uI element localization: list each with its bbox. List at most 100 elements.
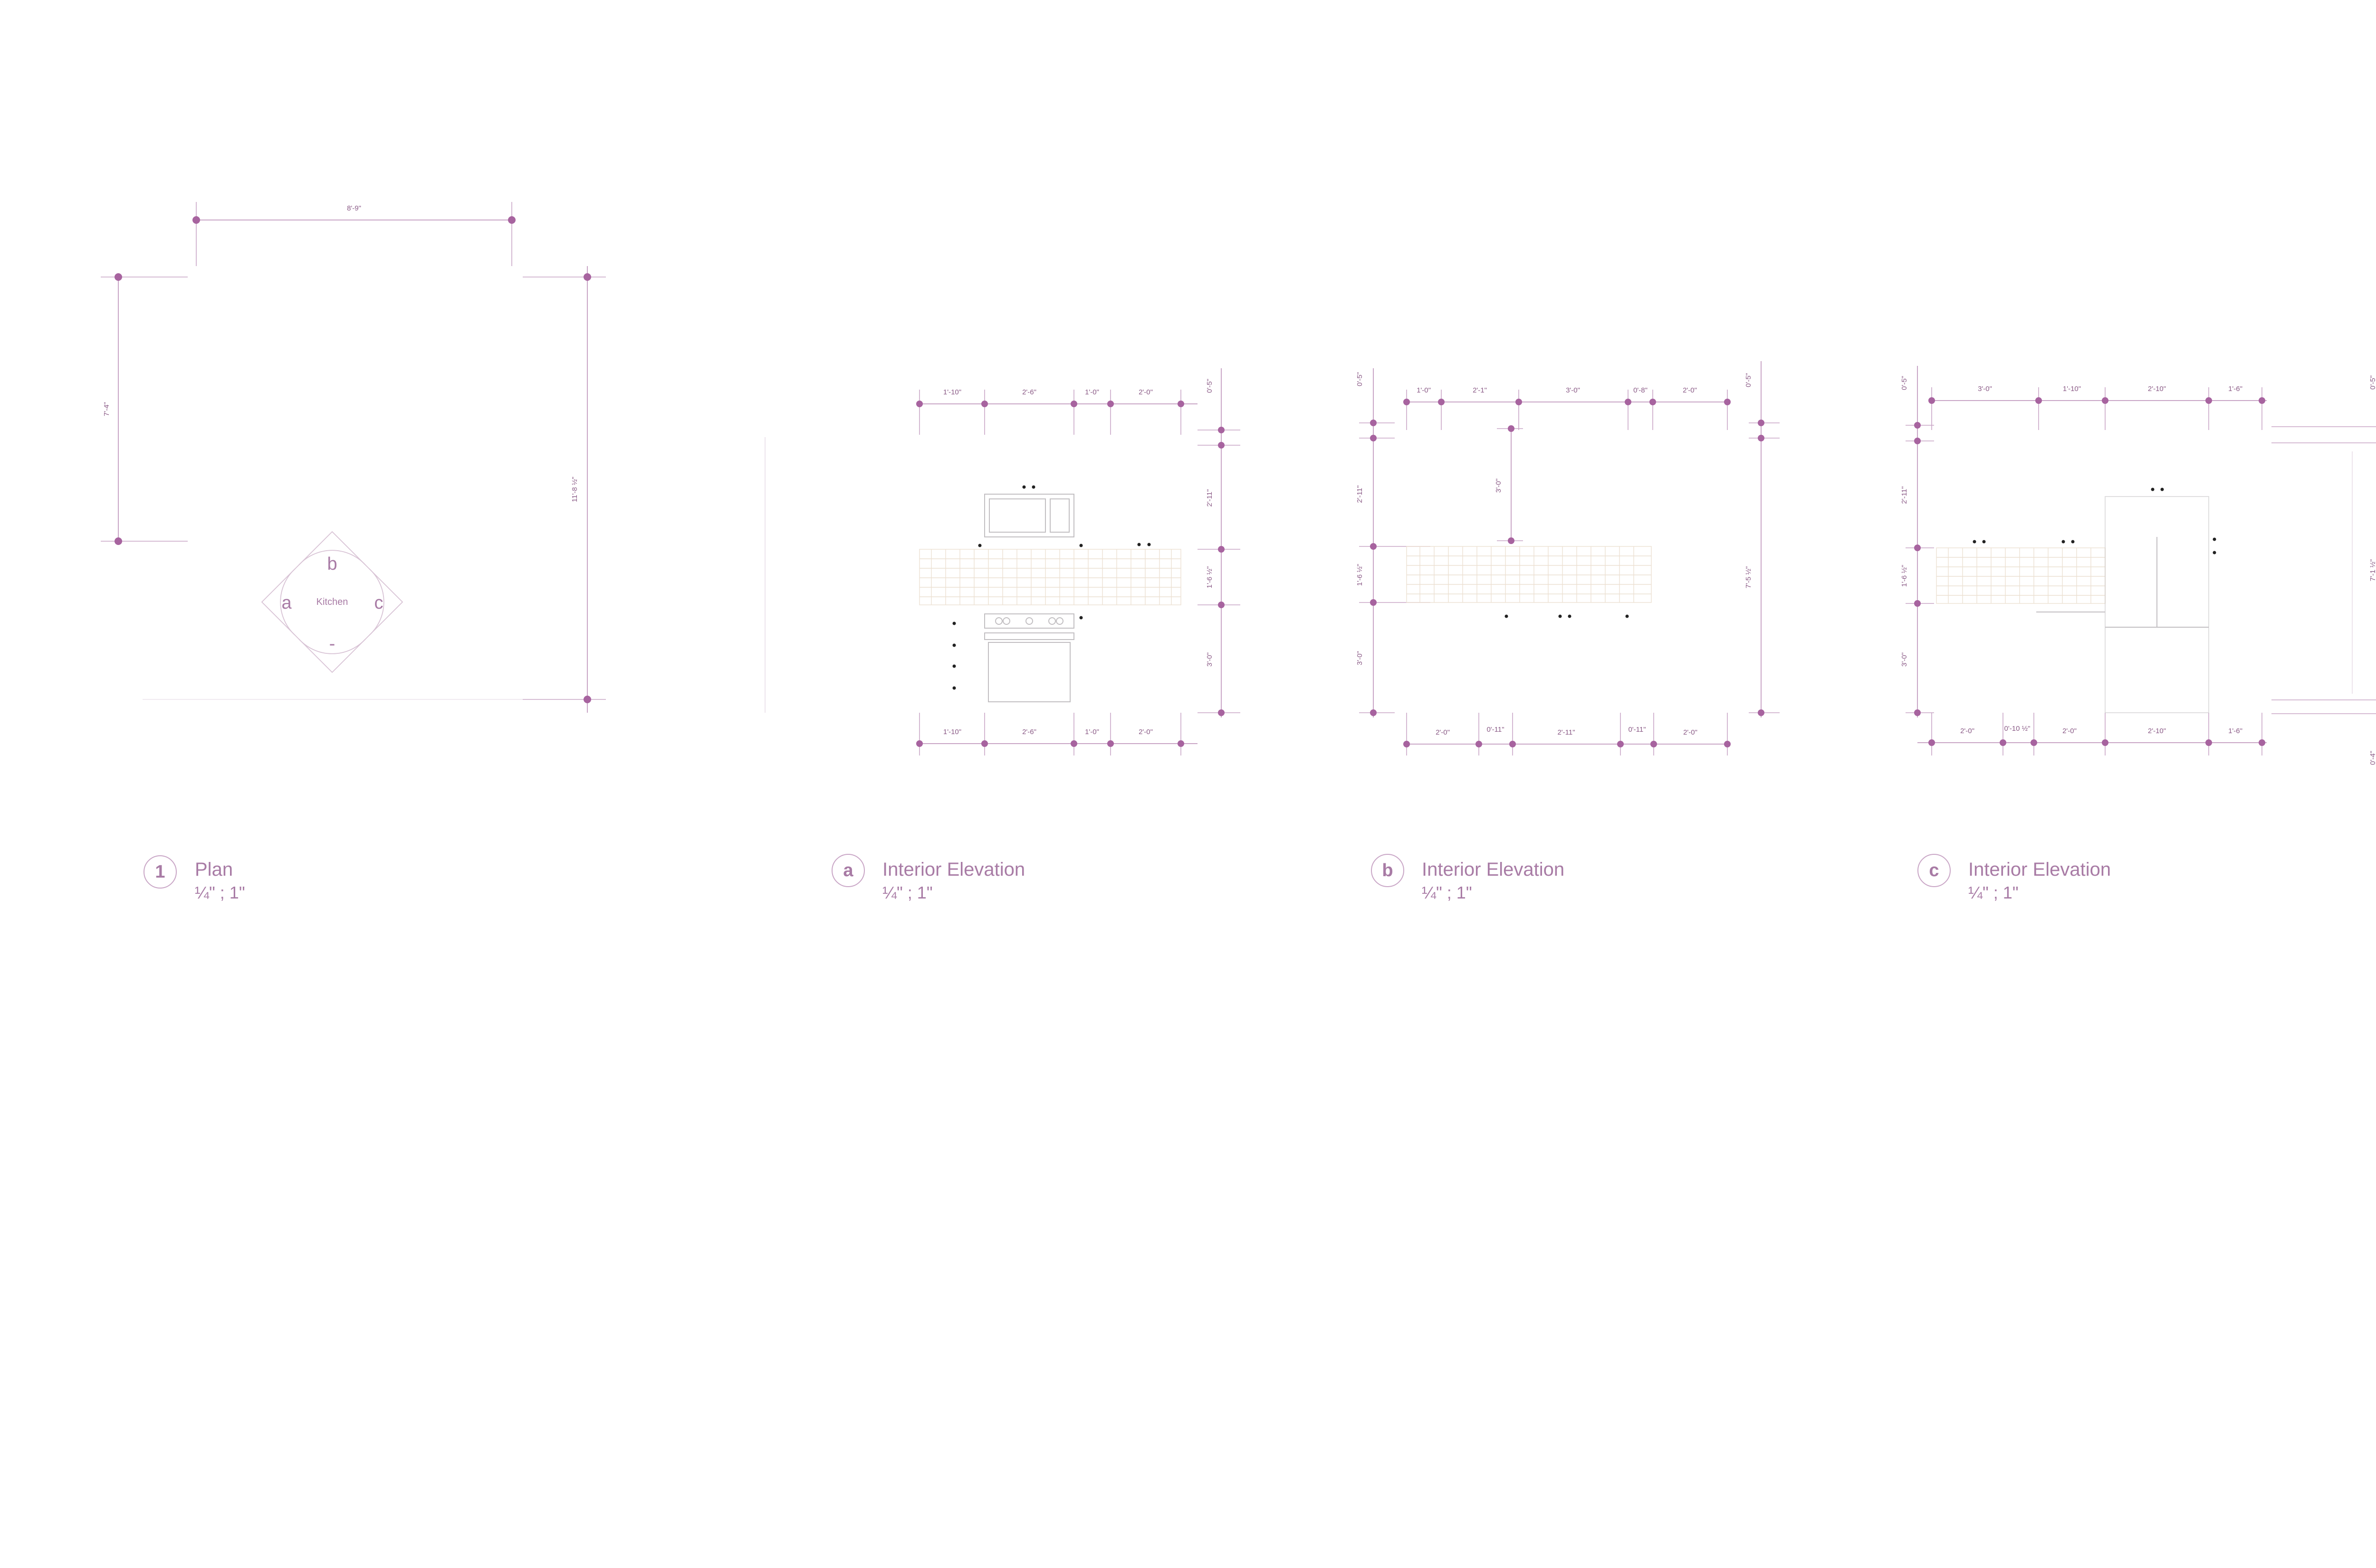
bottom-dim-1: 1'-10" [943, 728, 961, 736]
microwave-panel [1050, 498, 1070, 533]
dot [1558, 614, 1562, 618]
dim-node [981, 401, 988, 407]
dim-node [1178, 401, 1184, 407]
dim-node [1625, 399, 1631, 405]
dim-node [1475, 741, 1482, 747]
bottom-dim-3: 2'-11" [1557, 728, 1575, 736]
dim-node [1438, 399, 1445, 405]
dot [2061, 540, 2065, 544]
dim-node [1508, 537, 1514, 544]
top-dim-5: 2'-0" [1683, 386, 1697, 394]
top-dim-4: 0'-8" [1633, 386, 1648, 394]
dot [1147, 543, 1151, 546]
range-control-panel [984, 613, 1074, 629]
top-dim-2: 1'-10" [2063, 385, 2081, 393]
tile-area [919, 549, 1181, 605]
plan-right-dim: 11'-8 ½" [571, 477, 579, 502]
marker-label-b: b [327, 554, 337, 574]
marker-diamond [261, 531, 403, 673]
dim-node [1508, 425, 1514, 432]
bottom-dim-3: 2'-0" [2062, 727, 2077, 735]
tile-area [1406, 546, 1652, 603]
bottom-dim-nodes [1928, 713, 2265, 755]
dot [1079, 544, 1083, 547]
dim-node [1649, 399, 1656, 405]
dim-node [1370, 599, 1377, 606]
top-dim-1: 1'-10" [943, 388, 961, 396]
right-dim-1: 0'-5" [1744, 373, 1753, 387]
dim-node [1914, 545, 1921, 551]
dot [952, 686, 956, 690]
dim-node [1107, 401, 1114, 407]
left-dim-3: 1'-6 ½" [1356, 564, 1364, 586]
top-dim-2: 2'-1" [1473, 386, 1487, 394]
dim-node [2205, 739, 2212, 746]
left-dim-1: 0'-5" [1900, 376, 1908, 390]
dim-node [2031, 739, 2037, 746]
dot [1568, 614, 1571, 618]
right-dim-1: 0'-5" [1206, 379, 1214, 393]
knob-icon [995, 617, 1003, 625]
view-number-bubble: a [832, 854, 865, 887]
dot [1982, 540, 1986, 544]
dim-node [1914, 438, 1921, 444]
right-dim-nodes [1749, 420, 1780, 716]
room-label: Kitchen [316, 597, 348, 607]
left-dim-2: 2'-11" [1356, 485, 1364, 503]
dim-node [2102, 739, 2108, 746]
dim-node [1650, 741, 1657, 747]
dim-node [1218, 602, 1225, 608]
right-dim-2: 7'-5 ½" [1744, 566, 1753, 589]
dot [1137, 543, 1141, 546]
bottom-dim-1: 2'-0" [1436, 728, 1450, 736]
top-dim-3: 1'-0" [1085, 388, 1099, 396]
dot [1504, 614, 1508, 618]
top-dim-2: 2'-6" [1022, 388, 1036, 396]
dim-node [1107, 740, 1114, 747]
dim-node [1914, 422, 1921, 429]
marker-arc-right [369, 568, 384, 636]
dim-node [1370, 543, 1377, 550]
dim-node [1178, 740, 1184, 747]
right-dim-1: 0'-5" [2369, 375, 2376, 390]
dot [1079, 616, 1083, 620]
left-dim-1: 0'-5" [1356, 372, 1364, 386]
dim-node [1928, 397, 1935, 404]
right-dim-3: 1'-6 ½" [1206, 566, 1214, 589]
bottom-dim-nodes [916, 713, 1184, 755]
knob-icon [1048, 617, 1056, 625]
dim-node [1218, 442, 1225, 449]
dim-node [1218, 427, 1225, 433]
left-dim-3: 1'-6 ½" [1900, 565, 1908, 587]
view-title: Plan [195, 859, 233, 880]
bottom-dim-nodes [1403, 713, 1731, 755]
dim-node [1914, 709, 1921, 716]
refrigerator [2036, 488, 2209, 713]
dim-node [1509, 741, 1516, 747]
marker-arc-top [298, 550, 366, 565]
marker-label-a: a [281, 593, 292, 613]
top-dim-1: 1'-0" [1417, 386, 1431, 394]
top-dim-nodes [1928, 387, 2265, 430]
marker-arc-left [280, 568, 296, 636]
knob-icon [1025, 617, 1033, 625]
knob-icon [1056, 617, 1063, 625]
dot [952, 664, 956, 668]
knob-icon [1003, 617, 1010, 625]
microwave-body [984, 494, 1074, 537]
top-dim-3: 3'-0" [1566, 386, 1580, 394]
top-dim-3: 2'-10" [2148, 385, 2166, 393]
inner-dim: 3'-0" [1495, 478, 1503, 493]
fridge-body [2105, 496, 2209, 713]
backsplash-tile [919, 549, 1181, 605]
dim-node [2259, 739, 2265, 746]
dim-node [1758, 435, 1764, 441]
right-dim-2: 2'-11" [1206, 489, 1214, 507]
dim-node [1370, 709, 1377, 716]
dot [2151, 488, 2155, 491]
dim-node [2102, 397, 2108, 404]
dot [978, 544, 982, 547]
backsplash-tile [1936, 547, 2106, 604]
dot [952, 643, 956, 647]
